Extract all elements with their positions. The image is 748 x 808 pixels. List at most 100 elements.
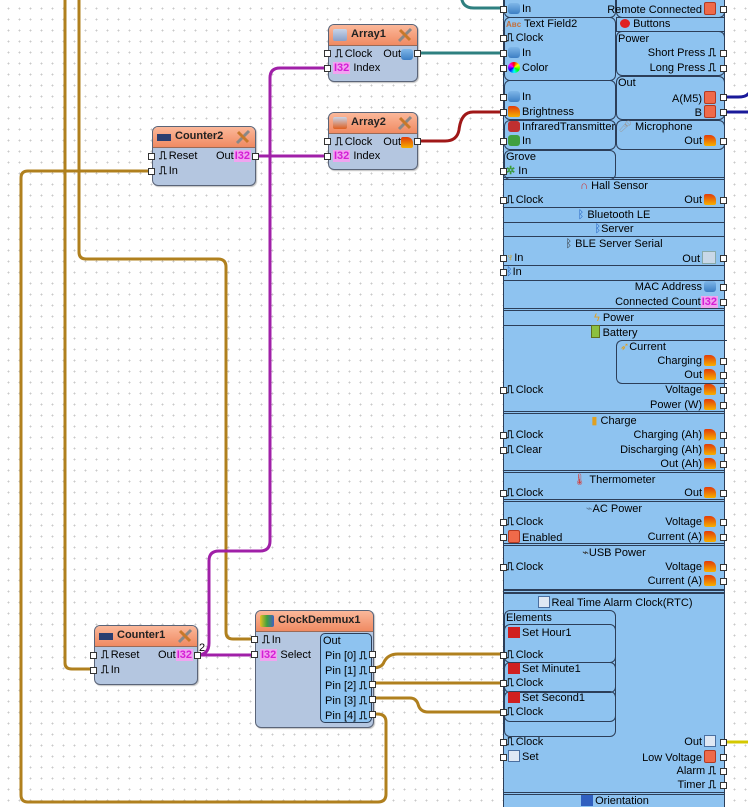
rtc-set-pin[interactable] bbox=[500, 754, 507, 761]
counter1-out-pin[interactable] bbox=[194, 652, 201, 659]
ac-voltage-pin[interactable] bbox=[720, 519, 727, 526]
component-header[interactable]: ClockDemmux1 bbox=[256, 611, 373, 632]
charge-clock-pin[interactable] bbox=[500, 432, 507, 439]
textfield-color-pin[interactable] bbox=[500, 65, 507, 72]
demux-pin4-out[interactable] bbox=[369, 711, 376, 718]
wire-array2-out-brightness[interactable] bbox=[415, 110, 505, 143]
ac-clock-pin[interactable] bbox=[500, 519, 507, 526]
usb-power-icon: ⌁ bbox=[582, 547, 589, 559]
counter2-component[interactable]: Counter2 ⎍Reset OutI32 ⎍In bbox=[152, 126, 256, 186]
demux-pin0-out[interactable] bbox=[369, 651, 376, 658]
counter2-in-pin[interactable] bbox=[148, 168, 155, 175]
ble-out-pin[interactable] bbox=[720, 255, 727, 262]
textfield-in-pin[interactable] bbox=[500, 50, 507, 57]
mac-address-pin[interactable] bbox=[720, 284, 727, 291]
audio-icon bbox=[704, 135, 716, 146]
charge-clear-pin[interactable] bbox=[500, 447, 507, 454]
wire-counter1-to-array1-index[interactable] bbox=[195, 66, 333, 657]
infrared-in-pin[interactable] bbox=[500, 138, 507, 145]
charging-ah-pin[interactable] bbox=[720, 432, 727, 439]
battery-voltage-pin[interactable] bbox=[720, 387, 727, 394]
board-remote-connected-pin[interactable] bbox=[720, 6, 727, 13]
ble-in-pin[interactable] bbox=[500, 255, 507, 262]
rtc-out-pin[interactable] bbox=[720, 739, 727, 746]
demux-select-pin[interactable] bbox=[251, 651, 258, 658]
set-minute-clock-pin[interactable] bbox=[500, 680, 507, 687]
component-header[interactable]: Counter2 bbox=[153, 127, 255, 148]
clockdemux1-component[interactable]: ClockDemmux1 ⎍In I32 Select Out Pin [0] … bbox=[255, 610, 374, 728]
thermometer-out-pin[interactable] bbox=[720, 490, 727, 497]
rtc-clock-pin[interactable] bbox=[500, 739, 507, 746]
hall-out-pin[interactable] bbox=[720, 197, 727, 204]
array1-out-pin[interactable] bbox=[414, 50, 421, 57]
hall-clock-pin[interactable] bbox=[500, 197, 507, 204]
thermometer-clock-pin[interactable] bbox=[500, 490, 507, 497]
usb-current-pin[interactable] bbox=[720, 578, 727, 585]
led-in-pin[interactable] bbox=[500, 94, 507, 101]
array1-component[interactable]: Array1 ⎍Clock Out I32 Index bbox=[328, 24, 418, 82]
demux-pin2-out[interactable] bbox=[369, 681, 376, 688]
counter1-in-pin[interactable] bbox=[90, 667, 97, 674]
tools-icon[interactable] bbox=[177, 628, 193, 644]
wire-clock-vertical-to-demux[interactable] bbox=[77, 0, 259, 641]
usb-clock-pin[interactable] bbox=[500, 564, 507, 571]
battery-power-pin[interactable] bbox=[720, 402, 727, 409]
short-press-pin[interactable] bbox=[720, 50, 727, 57]
wire-demux-pin3-second[interactable] bbox=[370, 696, 505, 714]
tools-icon[interactable] bbox=[397, 115, 413, 131]
ac-current-pin[interactable] bbox=[720, 534, 727, 541]
wire-out-a[interactable] bbox=[724, 92, 748, 99]
microphone-out-pin[interactable] bbox=[720, 138, 727, 145]
connected-count-pin[interactable] bbox=[720, 299, 727, 306]
group-label: Out bbox=[618, 77, 636, 89]
battery-clock-pin[interactable] bbox=[500, 387, 507, 394]
textfield-clock-pin[interactable] bbox=[500, 35, 507, 42]
wire-clock-counter1-in[interactable] bbox=[63, 0, 97, 671]
counter1-reset-pin[interactable] bbox=[90, 652, 97, 659]
board-in-pin[interactable] bbox=[500, 6, 507, 13]
current-out-pin[interactable] bbox=[720, 372, 727, 379]
usb-voltage-pin[interactable] bbox=[720, 564, 727, 571]
rtc-low-voltage-pin[interactable] bbox=[720, 754, 727, 761]
component-header[interactable]: Array2 bbox=[329, 113, 417, 134]
clock-icon: ⎍ bbox=[359, 665, 367, 677]
section-title: Orientation bbox=[595, 795, 649, 807]
led-brightness-pin[interactable] bbox=[500, 109, 507, 116]
array2-index-pin[interactable] bbox=[324, 153, 331, 160]
ble-in2-pin[interactable] bbox=[500, 269, 507, 276]
wire-clock-counter2-in[interactable] bbox=[19, 169, 388, 804]
m5stack-board-component[interactable]: In Remote Connected Aʙᴄ Text Field2 ⎍Clo… bbox=[503, 0, 727, 807]
array1-index-pin[interactable] bbox=[324, 65, 331, 72]
counter2-reset-pin[interactable] bbox=[148, 153, 155, 160]
demux-pin3-out[interactable] bbox=[369, 696, 376, 703]
current-charging-pin[interactable] bbox=[720, 358, 727, 365]
set-second-clock-pin[interactable] bbox=[500, 709, 507, 716]
long-press-pin[interactable] bbox=[720, 65, 727, 72]
pin-label: Out bbox=[682, 253, 700, 265]
out-ah-pin[interactable] bbox=[720, 461, 727, 468]
demux-pin1-out[interactable] bbox=[369, 666, 376, 673]
grove-in-pin[interactable] bbox=[500, 168, 507, 175]
array2-out-pin[interactable] bbox=[414, 138, 421, 145]
rtc-timer-pin[interactable] bbox=[720, 782, 727, 789]
counter2-out-pin[interactable] bbox=[252, 153, 259, 160]
demux-in-pin[interactable] bbox=[251, 636, 258, 643]
discharging-ah-pin[interactable] bbox=[720, 447, 727, 454]
array2-component[interactable]: Array2 ⎍Clock Out I32 Index bbox=[328, 112, 418, 170]
out-a-pin[interactable] bbox=[720, 94, 727, 101]
out-b-pin[interactable] bbox=[720, 109, 727, 116]
array2-clock-pin[interactable] bbox=[324, 138, 331, 145]
counter1-component[interactable]: Counter1 ⎍Reset OutI32 ⎍In bbox=[94, 625, 198, 685]
set-hour-clock-pin[interactable] bbox=[500, 652, 507, 659]
wire-demux-pin1-hour[interactable] bbox=[370, 652, 505, 670]
ac-enabled-pin[interactable] bbox=[500, 534, 507, 541]
wire-top-in[interactable] bbox=[460, 0, 505, 10]
text-icon bbox=[401, 49, 413, 60]
rtc-alarm-pin[interactable] bbox=[720, 768, 727, 775]
tools-icon[interactable] bbox=[235, 129, 251, 145]
component-header[interactable]: Array1 bbox=[329, 25, 417, 46]
array1-clock-pin[interactable] bbox=[324, 50, 331, 57]
tools-icon[interactable] bbox=[397, 27, 413, 43]
component-header[interactable]: Counter1 bbox=[95, 626, 197, 647]
clock-icon: ⎍ bbox=[506, 516, 514, 528]
